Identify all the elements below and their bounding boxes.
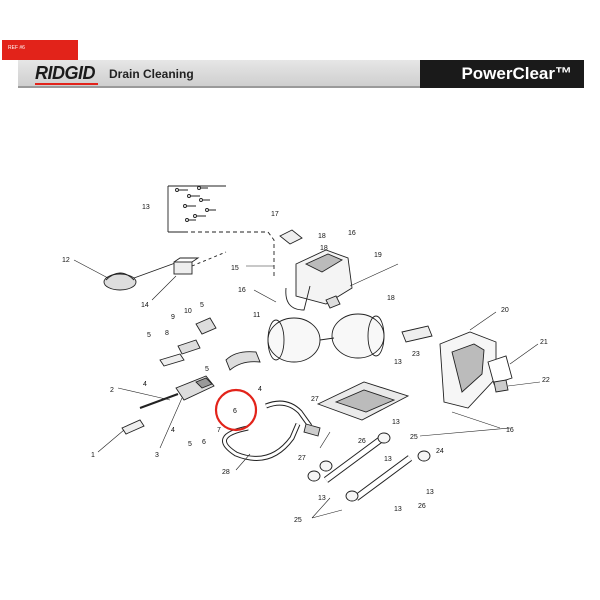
callout-13f: 13 [318,495,326,502]
motor-cylinder-right [331,313,385,359]
callout-13c: 13 [392,419,400,426]
callout-10: 10 [184,308,192,315]
callout-18a: 18 [318,233,326,240]
callout-5a: 5 [200,302,204,309]
section-title: Drain Cleaning [109,67,194,81]
screw-set [175,186,216,222]
ref-badge: REF #6 [2,40,78,60]
ref-badge-text: REF #6 [8,45,25,51]
callout-25b: 25 [294,517,302,524]
callout-15: 15 [231,265,239,272]
callout-24: 24 [436,448,444,455]
callout-5b: 5 [147,332,151,339]
header-product-bar: PowerClear™ [420,60,584,88]
part-19-motor-housing [285,249,353,311]
callout-25a: 25 [410,434,418,441]
callout-4c: 4 [171,427,175,434]
header-brand-bar: RIDGID Drain Cleaning [18,60,420,88]
part-20-drum-housing [401,325,497,409]
callout-23: 23 [412,351,420,358]
callout-4b: 4 [258,386,262,393]
callout-14: 14 [141,302,149,309]
brand-logo: RIDGID [35,63,96,83]
callout-2: 2 [110,387,114,394]
page-header: RIDGID Drain Cleaning PowerClear™ [18,60,584,88]
callout-18c: 18 [387,295,395,302]
callout-28: 28 [222,469,230,476]
part-3-cable-drive [175,375,215,401]
callout-6-highlighted: 6 [233,408,237,415]
highlight-ring [214,388,258,432]
callout-9: 9 [171,314,175,321]
callout-3: 3 [155,452,159,459]
callout-16c: 16 [506,427,514,434]
callout-5c: 5 [205,366,209,373]
callout-18b: 18 [320,245,328,252]
callout-leaders [73,259,541,519]
callout-13d: 13 [384,456,392,463]
callout-12: 12 [62,257,70,264]
part-27-base-plate [316,381,410,421]
callout-5d: 5 [188,441,192,448]
part-21-plate [487,355,513,385]
callout-26a: 26 [358,438,366,445]
callout-27a: 27 [311,396,319,403]
part-17-label [279,229,303,245]
callout-21: 21 [540,339,548,346]
callout-8: 8 [165,330,169,337]
callout-6: 6 [202,439,206,446]
callout-26b: 26 [418,503,426,510]
callout-7: 7 [217,427,221,434]
part-22-nut [493,379,509,393]
callout-20: 20 [501,307,509,314]
part-11-tube [225,351,261,371]
brand-logo-underline [35,83,98,85]
part-2-cable [139,393,179,409]
product-title: PowerClear™ [461,64,572,83]
callout-16a: 16 [348,230,356,237]
part-12-brush [103,261,179,291]
callout-4a: 4 [143,381,147,388]
part-1-cable-end [121,419,145,435]
part-14-switch [173,251,227,275]
callout-11: 11 [253,312,260,319]
callout-13a: 13 [142,204,150,211]
callout-13e: 13 [426,489,434,496]
callout-27b: 27 [298,455,306,462]
dash-leader-hardware [184,231,275,276]
part-26-tube-lower [353,455,413,501]
callout-19: 19 [374,252,382,259]
callout-22: 22 [542,377,550,384]
callout-13b: 13 [394,359,402,366]
part-28-hose [222,400,321,461]
callout-17: 17 [271,211,279,218]
bracket-hardware-group [167,185,226,233]
part-25-caps [307,432,431,502]
part-8-9-10-linkage [159,317,217,367]
part-26-tube-upper [323,437,383,483]
callout-13g: 13 [394,506,402,513]
callout-16b: 16 [238,287,246,294]
motor-cylinder-left [267,317,321,363]
callout-1: 1 [91,452,95,459]
motor-shaft [319,337,335,341]
